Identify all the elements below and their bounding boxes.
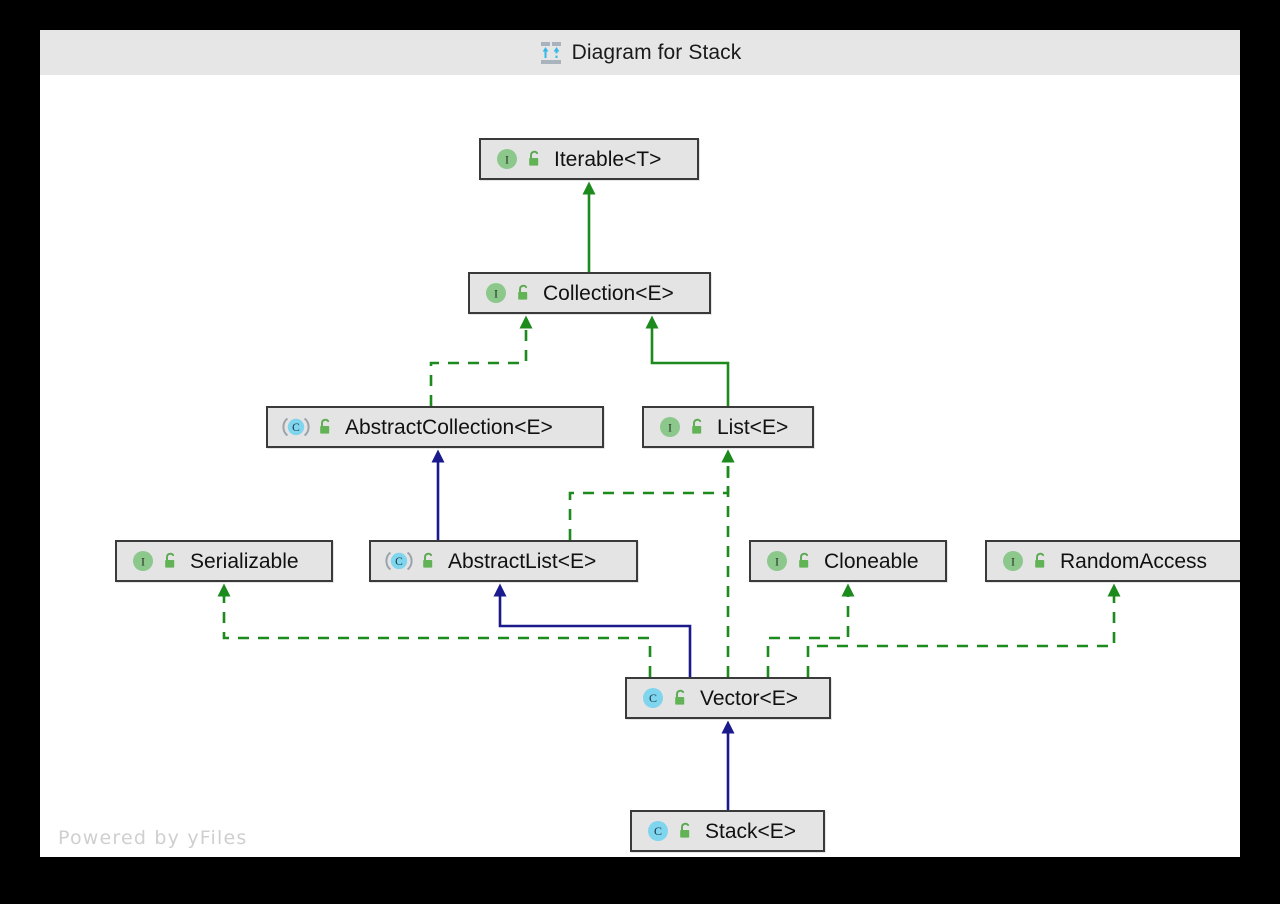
edge-vector-abstractlist bbox=[493, 583, 692, 677]
svg-text:C: C bbox=[654, 824, 662, 838]
interface-icon: I bbox=[131, 549, 155, 573]
node-label: Serializable bbox=[190, 549, 299, 573]
node-label: AbstractCollection<E> bbox=[345, 415, 553, 439]
unlocked-icon bbox=[1032, 552, 1049, 570]
unlocked-icon bbox=[162, 552, 179, 570]
unlocked-icon bbox=[515, 284, 532, 302]
interface-icon: I bbox=[765, 549, 789, 573]
unlocked-icon bbox=[796, 552, 813, 570]
svg-text:I: I bbox=[141, 555, 145, 569]
interface-icon: I bbox=[484, 281, 508, 305]
node-serializable[interactable]: I Serializable bbox=[115, 540, 333, 582]
svg-text:C: C bbox=[395, 556, 403, 568]
class-icon: C bbox=[641, 686, 665, 710]
node-label: Iterable<T> bbox=[554, 147, 662, 171]
unlocked-icon bbox=[677, 822, 694, 840]
node-iterable[interactable]: I Iterable<T> bbox=[479, 138, 699, 180]
edge-abstractcollection-collection bbox=[429, 315, 533, 406]
interface-icon: I bbox=[658, 415, 682, 439]
svg-text:C: C bbox=[292, 422, 300, 434]
svg-text:C: C bbox=[649, 691, 657, 705]
node-collection[interactable]: I Collection<E> bbox=[468, 272, 711, 314]
unlocked-icon bbox=[420, 552, 437, 570]
node-cloneable[interactable]: I Cloneable bbox=[749, 540, 947, 582]
edge-vector-serializable bbox=[217, 583, 652, 677]
node-vector[interactable]: C Vector<E> bbox=[625, 677, 831, 719]
class-icon: C bbox=[646, 819, 670, 843]
interface-icon: I bbox=[495, 147, 519, 171]
edge-layer bbox=[217, 181, 1121, 810]
unlocked-icon bbox=[672, 689, 689, 707]
node-label: Vector<E> bbox=[700, 686, 799, 710]
edge-vector-cloneable bbox=[766, 583, 855, 677]
node-abstractcollection[interactable]: C AbstractCollection<E> bbox=[266, 406, 604, 448]
edge-abstractlist-list bbox=[568, 449, 735, 540]
unlocked-icon bbox=[317, 418, 334, 436]
edge-vector-randomaccess bbox=[806, 583, 1121, 677]
node-label: List<E> bbox=[717, 415, 789, 439]
diagram-window: Diagram for Stack bbox=[40, 30, 1240, 857]
unlocked-icon bbox=[689, 418, 706, 436]
interface-icon: I bbox=[1001, 549, 1025, 573]
svg-text:I: I bbox=[505, 153, 509, 167]
node-stack[interactable]: C Stack<E> bbox=[630, 810, 825, 852]
node-label: RandomAccess bbox=[1060, 549, 1208, 573]
node-label: Cloneable bbox=[824, 549, 919, 573]
yfiles-watermark: Powered by yFiles bbox=[58, 827, 248, 849]
diagram-canvas[interactable]: I Iterable<T> I Collection<E> C Abstract bbox=[40, 75, 1240, 857]
node-randomaccess[interactable]: I RandomAccess bbox=[985, 540, 1240, 582]
node-label: Stack<E> bbox=[705, 819, 797, 843]
window-title: Diagram for Stack bbox=[571, 40, 742, 64]
abstract-class-icon: C bbox=[282, 415, 310, 439]
window-titlebar: Diagram for Stack bbox=[40, 30, 1240, 75]
class-diagram-icon bbox=[539, 41, 563, 64]
node-label: Collection<E> bbox=[543, 281, 674, 305]
svg-text:I: I bbox=[668, 421, 672, 435]
node-abstractlist[interactable]: C AbstractList<E> bbox=[369, 540, 638, 582]
node-label: AbstractList<E> bbox=[448, 549, 597, 573]
node-list[interactable]: I List<E> bbox=[642, 406, 814, 448]
edge-list-collection bbox=[645, 315, 730, 406]
unlocked-icon bbox=[526, 150, 543, 168]
svg-text:I: I bbox=[775, 555, 779, 569]
svg-text:I: I bbox=[1011, 555, 1015, 569]
abstract-class-icon: C bbox=[385, 549, 413, 573]
svg-text:I: I bbox=[494, 287, 498, 301]
